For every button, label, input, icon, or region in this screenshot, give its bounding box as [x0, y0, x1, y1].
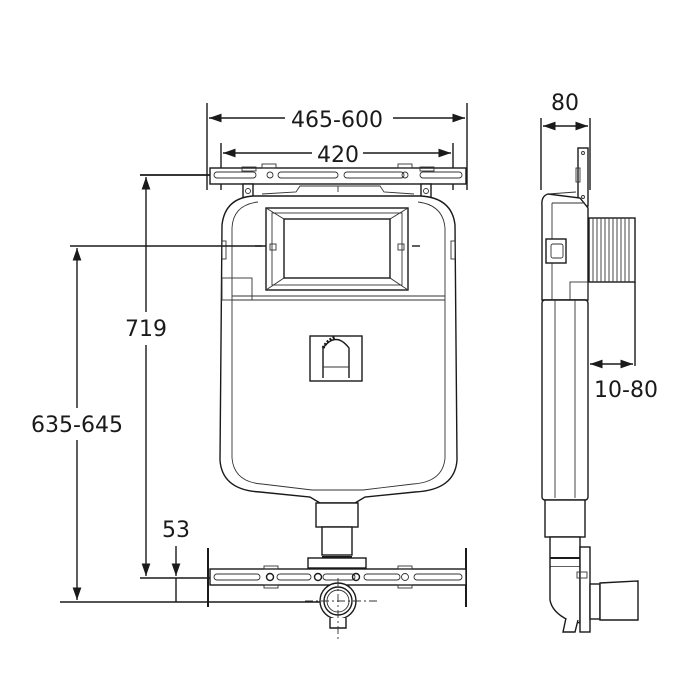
label-total-height: 719	[125, 317, 167, 342]
side-view: 80	[540, 91, 658, 633]
service-opening	[70, 207, 456, 301]
front-view: 465-600 420	[31, 103, 468, 640]
dimension-total-height: 719	[125, 174, 210, 579]
dimension-flush-height: 635-645	[31, 248, 320, 603]
side-insulation-block	[588, 217, 636, 283]
label-depth: 80	[551, 91, 579, 116]
label-bottom-offset: 53	[162, 518, 190, 543]
label-frame-width: 465-600	[291, 108, 383, 133]
label-bracket-width: 420	[317, 143, 359, 168]
dimension-depth: 80	[540, 91, 591, 190]
dimension-bottom-offset: 53	[162, 518, 190, 602]
dimension-bracket-width: 420	[220, 143, 454, 190]
bottom-mounting-rail	[207, 548, 467, 607]
top-mounting-rail	[140, 163, 467, 185]
fill-valve-indicator	[309, 335, 363, 382]
side-cistern-body	[541, 191, 589, 301]
side-outlet-pipe	[544, 499, 639, 633]
label-wall-gap: 10-80	[594, 378, 658, 403]
dimension-frame-width: 465-600	[206, 103, 468, 190]
outlet-connector	[305, 578, 378, 640]
flush-pipe	[307, 502, 367, 569]
label-flush-height: 635-645	[31, 413, 123, 438]
dimension-wall-gap: 10-80	[590, 359, 658, 403]
